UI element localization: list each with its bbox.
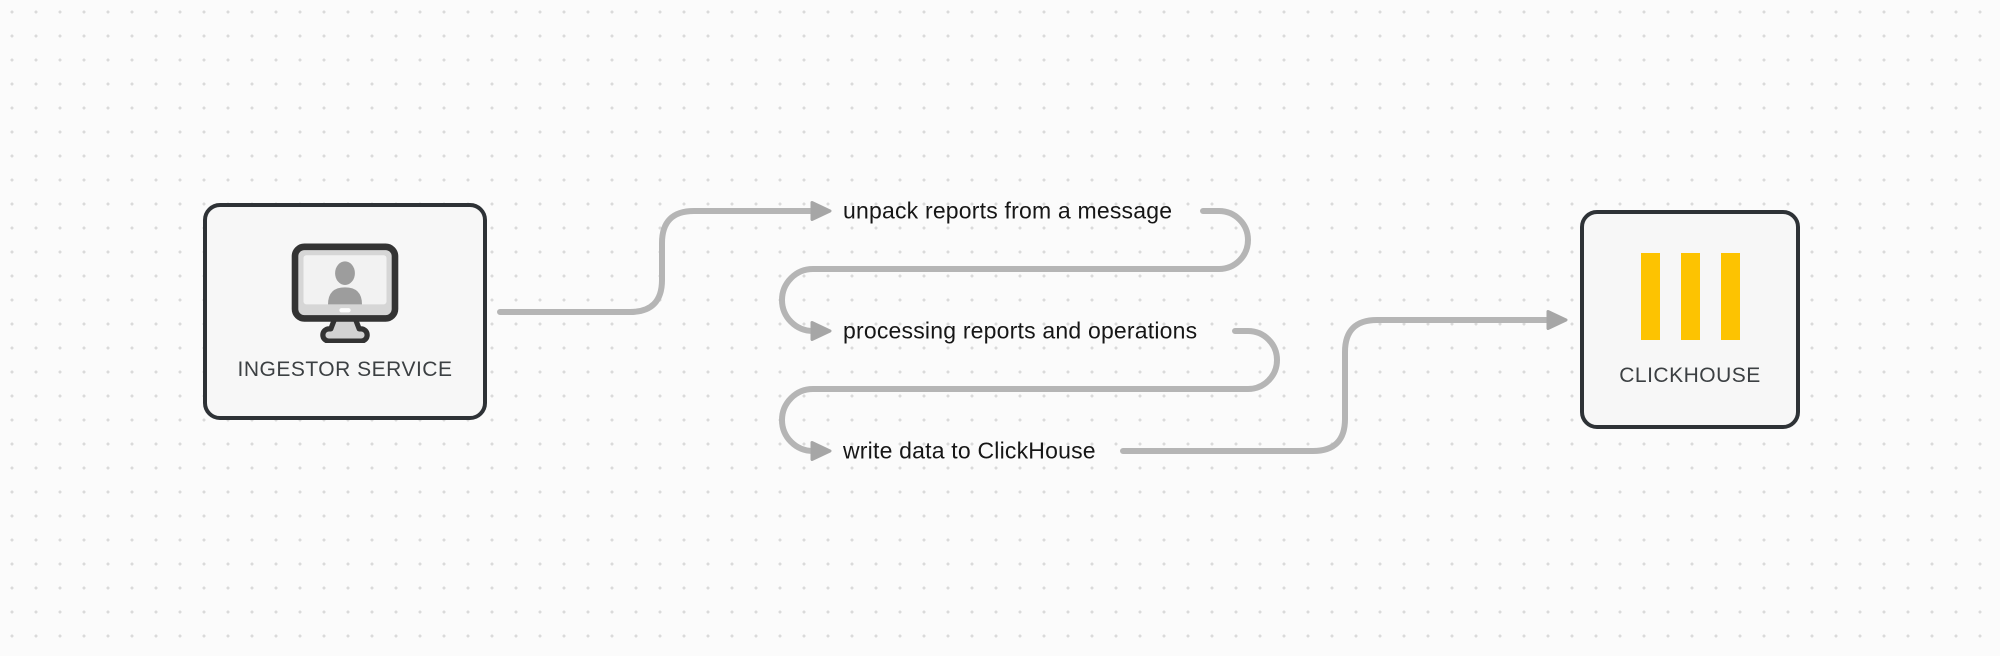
arrow-right-icon	[810, 321, 832, 341]
clickhouse-bar	[1640, 253, 1660, 340]
step-label-processing-reports: processing reports and operations	[843, 317, 1198, 344]
node-label-ingestor: INGESTOR SERVICE	[237, 358, 453, 381]
clickhouse-bars-icon	[1640, 253, 1740, 340]
clickhouse-bar	[1680, 253, 1700, 340]
arrow-right-icon	[1546, 310, 1568, 330]
arrow-right-icon	[810, 441, 832, 461]
arrow-right-icon	[810, 201, 832, 221]
monitor-stand	[320, 313, 370, 343]
monitor-user-icon	[291, 243, 399, 343]
connector-ingestor-to-step1	[497, 208, 815, 315]
node-label-clickhouse: CLICKHOUSE	[1619, 364, 1761, 387]
node-ingestor-service[interactable]: INGESTOR SERVICE	[203, 203, 487, 420]
clickhouse-bar	[1720, 253, 1740, 340]
monitor-notch	[339, 308, 351, 313]
connector-step1-to-step2	[779, 208, 1251, 334]
step-label-write-data: write data to ClickHouse	[843, 437, 1096, 464]
step-label-unpack-reports: unpack reports from a message	[843, 197, 1173, 224]
node-clickhouse[interactable]: CLICKHOUSE	[1580, 210, 1800, 429]
connector-step3-to-clickhouse	[1120, 317, 1551, 454]
person-silhouette-icon	[328, 261, 362, 305]
connector-step2-to-step3	[779, 328, 1280, 454]
